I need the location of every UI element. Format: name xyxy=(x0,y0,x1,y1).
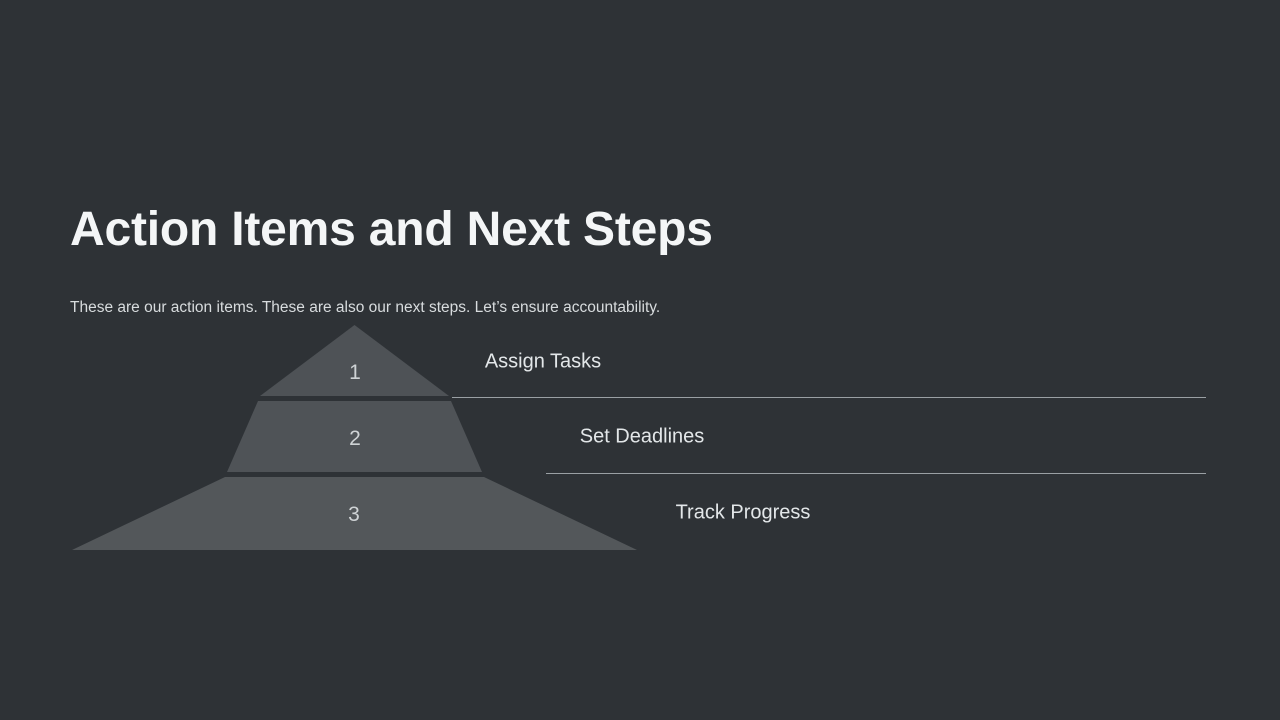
pyramid-shape xyxy=(72,325,637,550)
page-title: Action Items and Next Steps xyxy=(70,203,713,257)
slide-subtitle: These are our action items. These are al… xyxy=(70,298,661,316)
pyramid-tier-1-label[interactable]: Assign Tasks xyxy=(484,350,602,373)
pyramid-tier-2-connector xyxy=(546,473,1206,474)
pyramid-tier-2-label[interactable]: Set Deadlines xyxy=(579,425,705,448)
pyramid-tier-3-label[interactable]: Track Progress xyxy=(675,501,811,524)
pyramid-tier-3-shape[interactable] xyxy=(72,477,637,550)
pyramid-tier-1-connector xyxy=(452,397,1206,398)
pyramid-tier-2-shape[interactable] xyxy=(227,401,482,472)
pyramid-tier-1-shape[interactable] xyxy=(260,325,449,396)
